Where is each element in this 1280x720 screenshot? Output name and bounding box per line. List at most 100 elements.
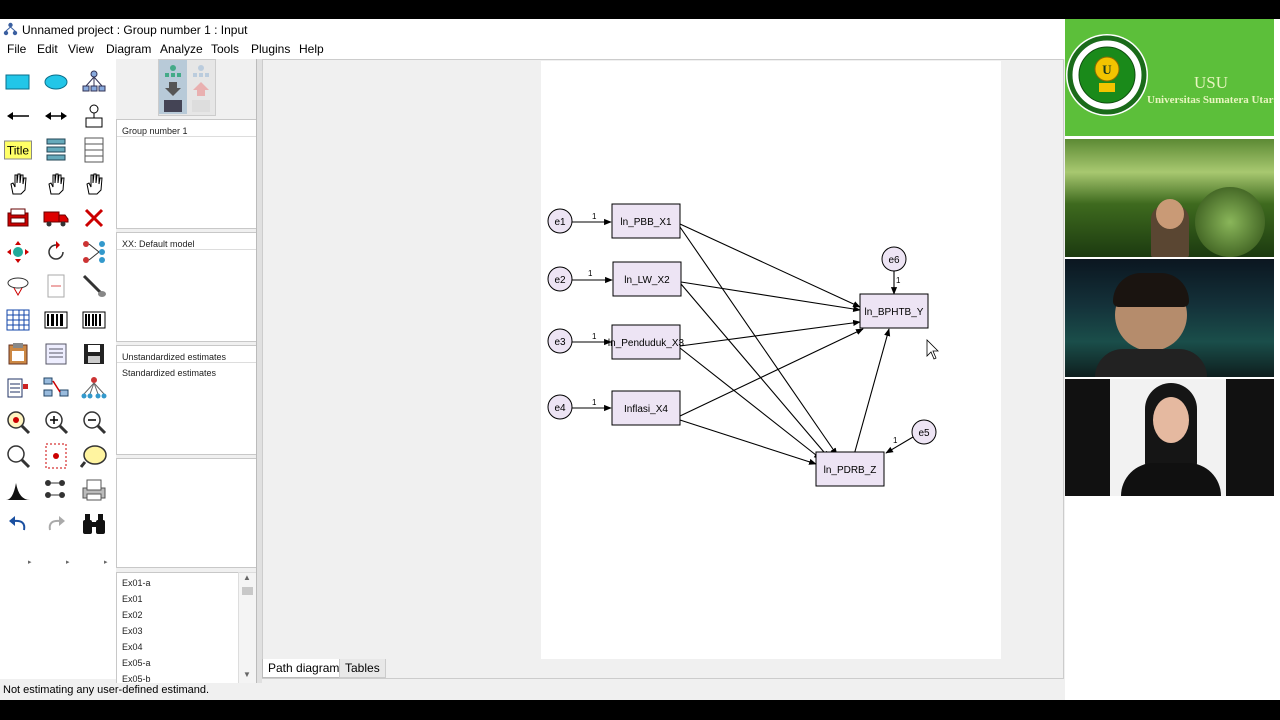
group-item[interactable]: Group number 1	[122, 126, 188, 136]
move-parameter-icon[interactable]	[4, 272, 32, 300]
loupe-icon[interactable]	[80, 442, 108, 470]
bayesian-estimation-icon[interactable]	[4, 476, 32, 504]
list-variables-in-model-icon[interactable]	[42, 136, 70, 164]
tab-path-diagram[interactable]: Path diagram	[262, 659, 346, 678]
select-one-object-hand-icon[interactable]	[4, 170, 32, 198]
variable-ln-pbb-x1[interactable]	[611, 203, 681, 239]
change-shape-icon[interactable]	[4, 238, 32, 266]
zoom-out-icon[interactable]	[80, 408, 108, 436]
error-e6[interactable]	[881, 246, 907, 272]
variable-ln-pdrb-z[interactable]	[815, 451, 885, 487]
error-e3[interactable]	[547, 328, 573, 354]
menu-file[interactable]: File	[7, 42, 27, 56]
list-variables-in-dataset-icon[interactable]	[80, 136, 108, 164]
scroll-down-icon[interactable]: ▼	[243, 670, 251, 679]
preserve-symmetries-icon[interactable]	[80, 374, 108, 402]
menu-analyze[interactable]: Analyze	[160, 42, 203, 56]
add-unique-variable-icon[interactable]	[80, 102, 108, 130]
scroll-diagram-icon[interactable]	[42, 272, 70, 300]
copy-to-clipboard-icon[interactable]	[4, 340, 32, 368]
view-output-diagram-button[interactable]	[187, 60, 215, 114]
drawing-area[interactable]: 1 1 1 1 1 1 e1 e2 e3 e4 e5 e6	[262, 59, 1064, 679]
redo-icon[interactable]	[42, 510, 70, 538]
select-data-files-icon[interactable]	[4, 306, 32, 334]
view-page-icon[interactable]	[4, 442, 32, 470]
single-headed-arrow-icon[interactable]	[4, 102, 32, 130]
deselect-all-hand-icon[interactable]	[80, 170, 108, 198]
zoom-in-icon[interactable]	[42, 408, 70, 436]
file-item[interactable]: Ex01-a	[122, 578, 151, 588]
path-e5-pdrb[interactable]	[885, 436, 914, 454]
path-lw-bphtb[interactable]	[680, 281, 861, 312]
analysis-properties-icon[interactable]	[42, 306, 70, 334]
specification-search-binoculars-icon[interactable]	[80, 510, 108, 538]
panel-splitter[interactable]	[256, 59, 262, 689]
variable-inflasi-x4[interactable]	[611, 390, 681, 426]
view-text-output-icon[interactable]	[42, 340, 70, 368]
error-e1[interactable]	[547, 208, 573, 234]
file-item[interactable]: Ex01	[122, 594, 143, 604]
scrollbar-thumb[interactable]	[242, 587, 253, 595]
double-headed-arrow-icon[interactable]	[42, 102, 70, 130]
move-object-truck-icon[interactable]	[42, 204, 70, 232]
draw-unobserved-ellipse-icon[interactable]	[42, 68, 70, 96]
participant-video-2[interactable]	[1065, 259, 1274, 377]
menu-view[interactable]: View	[68, 42, 94, 56]
menu-plugins[interactable]: Plugins	[251, 42, 291, 56]
scroll-up-icon[interactable]: ▲	[243, 573, 251, 582]
error-e5[interactable]	[911, 419, 937, 445]
menu-diagram[interactable]: Diagram	[106, 42, 152, 56]
variable-ln-lw-x2[interactable]	[612, 261, 682, 297]
path-lw-pdrb[interactable]	[680, 283, 830, 459]
variable-ln-penduduk-x3[interactable]	[611, 324, 681, 360]
model-item[interactable]: XX: Default model	[122, 239, 195, 249]
path-penduduk-pdrb[interactable]	[679, 347, 822, 460]
path-penduduk-bphtb[interactable]	[679, 319, 861, 347]
touch-up-variable-icon[interactable]	[80, 272, 108, 300]
path-inflasi-bphtb[interactable]	[679, 328, 864, 417]
rotate-indicators-icon[interactable]	[42, 238, 70, 266]
zoom-in-area-icon[interactable]	[4, 408, 32, 436]
print-diagram-icon[interactable]	[80, 476, 108, 504]
file-item[interactable]: Ex03	[122, 626, 143, 636]
object-properties-icon[interactable]	[4, 374, 32, 402]
path-inflasi-pdrb[interactable]	[679, 419, 817, 465]
tab-tables[interactable]: Tables	[339, 659, 386, 678]
participant-video-1[interactable]	[1065, 139, 1274, 257]
erase-object-icon[interactable]	[80, 204, 108, 232]
title-tool-icon[interactable]: Title	[4, 136, 32, 164]
file-item[interactable]: Ex05-a	[122, 658, 151, 668]
variable-ln-bphtb-y[interactable]	[859, 293, 929, 329]
menu-tools[interactable]: Tools	[211, 42, 240, 56]
file-item[interactable]: Ex05-b	[122, 674, 151, 684]
view-input-diagram-button[interactable]	[159, 60, 187, 114]
standardized-estimates-option[interactable]: Standardized estimates	[122, 368, 217, 378]
path-pdrb-bphtb[interactable]	[853, 328, 891, 456]
menu-help[interactable]: Help	[299, 42, 324, 56]
toolbox-expand-1-icon[interactable]: ▸	[28, 559, 32, 566]
save-diagram-icon[interactable]	[80, 340, 108, 368]
fit-diagram-to-page-icon[interactable]	[42, 442, 70, 470]
multiple-group-analysis-icon[interactable]	[42, 476, 70, 504]
file-item[interactable]: Ex02	[122, 610, 143, 620]
undo-icon[interactable]	[4, 510, 32, 538]
unstandardized-estimates-option[interactable]: Unstandardized estimates	[122, 352, 227, 362]
select-all-hand-icon[interactable]	[42, 170, 70, 198]
error-e2[interactable]	[547, 266, 573, 292]
file-item[interactable]: Ex04	[122, 642, 143, 652]
reflect-indicators-icon[interactable]	[80, 238, 108, 266]
toolbox-expand-2-icon[interactable]: ▸	[66, 559, 70, 566]
error-e4[interactable]	[547, 394, 573, 420]
toolbox-expand-3-icon[interactable]: ▸	[104, 559, 108, 566]
copy-object-icon[interactable]	[4, 204, 32, 232]
path-pbb-pdrb[interactable]	[679, 226, 838, 456]
file-list-scrollbar[interactable]: ▲ ▼	[238, 572, 257, 684]
draw-latent-indicator-icon[interactable]	[80, 68, 108, 96]
draw-observed-rectangle-icon[interactable]	[4, 68, 32, 96]
path-pbb-bphtb[interactable]	[679, 223, 861, 308]
participant-video-3[interactable]	[1065, 379, 1274, 496]
menu-edit[interactable]: Edit	[37, 42, 58, 56]
participant-2-shoulders	[1095, 349, 1207, 377]
drag-properties-icon[interactable]	[42, 374, 70, 402]
calculate-estimates-icon[interactable]	[80, 306, 108, 334]
